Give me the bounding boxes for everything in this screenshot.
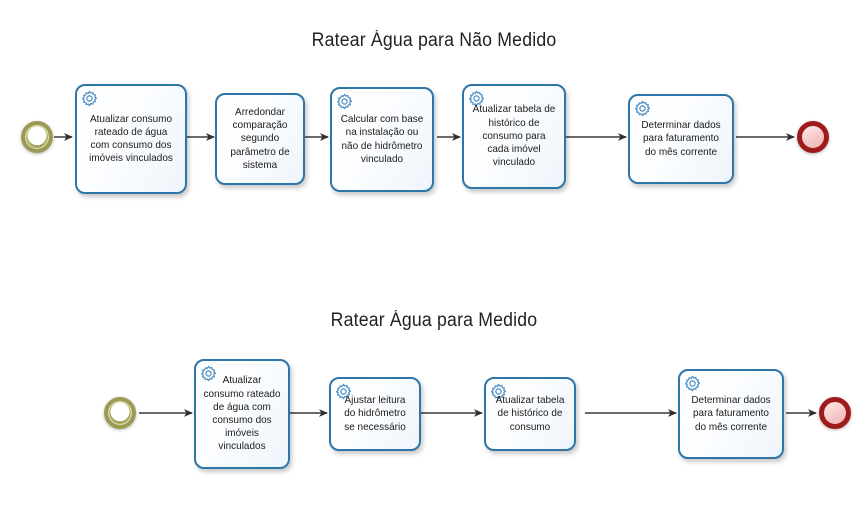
task-label: Calcular com base na instalação ou não d…: [340, 113, 424, 165]
connector-layer: [54, 133, 795, 141]
connector-layer: [139, 409, 817, 417]
process-diagram-nao-medido: Ratear Água para Não Medido: [0, 0, 868, 242]
task-label: Arredondar comparação segundo parâmetro …: [230, 105, 290, 171]
task-label: Atualizar consumo rateado de água com co…: [89, 112, 173, 165]
task-atualizar-consumo-rateado[interactable]: Atualizar consumo rateado de água com co…: [75, 84, 187, 194]
task-atualizar-tabela-historico-cada-imovel[interactable]: Atualizar tabela de histórico de consumo…: [462, 84, 566, 189]
start-event-medido[interactable]: [104, 397, 136, 429]
start-event-nao-medido[interactable]: [21, 121, 53, 153]
task-arredondar-comparacao[interactable]: Arredondar comparação segundo parâmetro …: [215, 93, 305, 185]
task-label: Atualizar tabela de histórico de consumo: [495, 394, 565, 433]
gear-icon: [336, 93, 353, 110]
lane-nao-medido: Atualizar consumo rateado de água com co…: [0, 80, 868, 230]
diagram-title-nao-medido: Ratear Água para Não Medido: [311, 30, 557, 51]
task-calcular-hidrometro[interactable]: Calcular com base na instalação ou não d…: [330, 87, 434, 192]
task-label: Atualizar consumo rateado de água com co…: [203, 374, 281, 453]
task-ajustar-leitura-hidrometro[interactable]: Ajustar leitura do hidrômetro se necessá…: [329, 377, 421, 451]
gear-icon: [684, 375, 701, 392]
lane-medido: Atualizar consumo rateado de água com co…: [0, 355, 868, 505]
task-determinar-dados-faturamento-medido[interactable]: Determinar dados para faturamento do mês…: [678, 369, 784, 459]
end-event-nao-medido[interactable]: [797, 121, 829, 153]
task-atualizar-tabela-historico-consumo[interactable]: Atualizar tabela de histórico de consumo: [484, 377, 576, 451]
task-label: Atualizar tabela de histórico de consumo…: [472, 103, 556, 169]
event-shadow: [105, 398, 135, 428]
end-event-medido[interactable]: [819, 397, 851, 429]
event-shadow: [821, 399, 849, 427]
task-determinar-dados-faturamento[interactable]: Determinar dados para faturamento do mês…: [628, 94, 734, 184]
gear-icon: [634, 100, 651, 117]
event-shadow: [22, 122, 52, 152]
task-label: Determinar dados para faturamento do mês…: [691, 394, 771, 433]
event-shadow: [799, 123, 827, 151]
task-label: Determinar dados para faturamento do mês…: [641, 119, 721, 158]
gear-icon: [81, 90, 98, 107]
process-diagram-medido: Ratear Água para Medido Atualizar: [0, 290, 868, 484]
task-label: Ajustar leitura do hidrômetro se necessá…: [344, 394, 406, 433]
diagram-title-medido: Ratear Água para Medido: [330, 310, 538, 331]
task-atualizar-consumo-rateado-medido[interactable]: Atualizar consumo rateado de água com co…: [194, 359, 290, 469]
